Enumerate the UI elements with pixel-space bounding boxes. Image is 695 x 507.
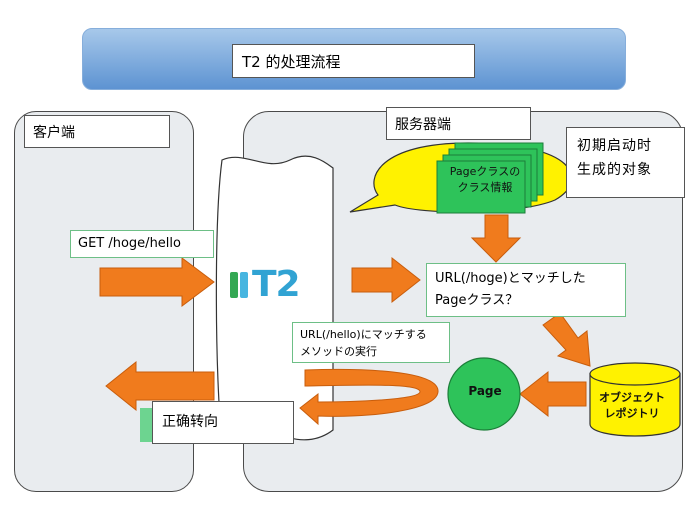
return-curve-arrow	[299, 368, 439, 426]
match-question-box: URL(/hoge)とマッチした Pageクラス？	[426, 263, 626, 317]
response-arrow	[105, 360, 215, 412]
page-label: Page	[468, 384, 502, 398]
repo-arrow	[542, 312, 591, 367]
server-label: 服务器端	[386, 107, 531, 140]
redirect-accent	[140, 408, 153, 442]
client-label: 客户端	[24, 115, 170, 148]
dispatch-arrow	[351, 256, 421, 304]
page-class-info-text: Pageクラスの クラス情報	[449, 165, 521, 194]
page-title: T2 的处理流程	[232, 44, 475, 78]
repository-label: オブジェクト レポジトリ	[599, 391, 665, 420]
t2-logo-icon	[230, 272, 248, 298]
redirect-label: 正确转向	[152, 401, 294, 444]
request-label: GET /hoge/hello	[70, 230, 214, 258]
page-circle	[447, 357, 521, 431]
method-exec-box: URL(/hello)にマッチする メソッドの実行	[292, 322, 450, 363]
page-arrow	[519, 370, 587, 418]
repository-cylinder	[589, 362, 681, 437]
request-arrow	[99, 257, 215, 307]
page-class-stack	[436, 142, 544, 214]
t2-logo-text: T2	[252, 264, 301, 305]
lookup-arrow	[470, 214, 522, 263]
init-objects-label: 初期启动时 生成的对象	[566, 127, 685, 198]
